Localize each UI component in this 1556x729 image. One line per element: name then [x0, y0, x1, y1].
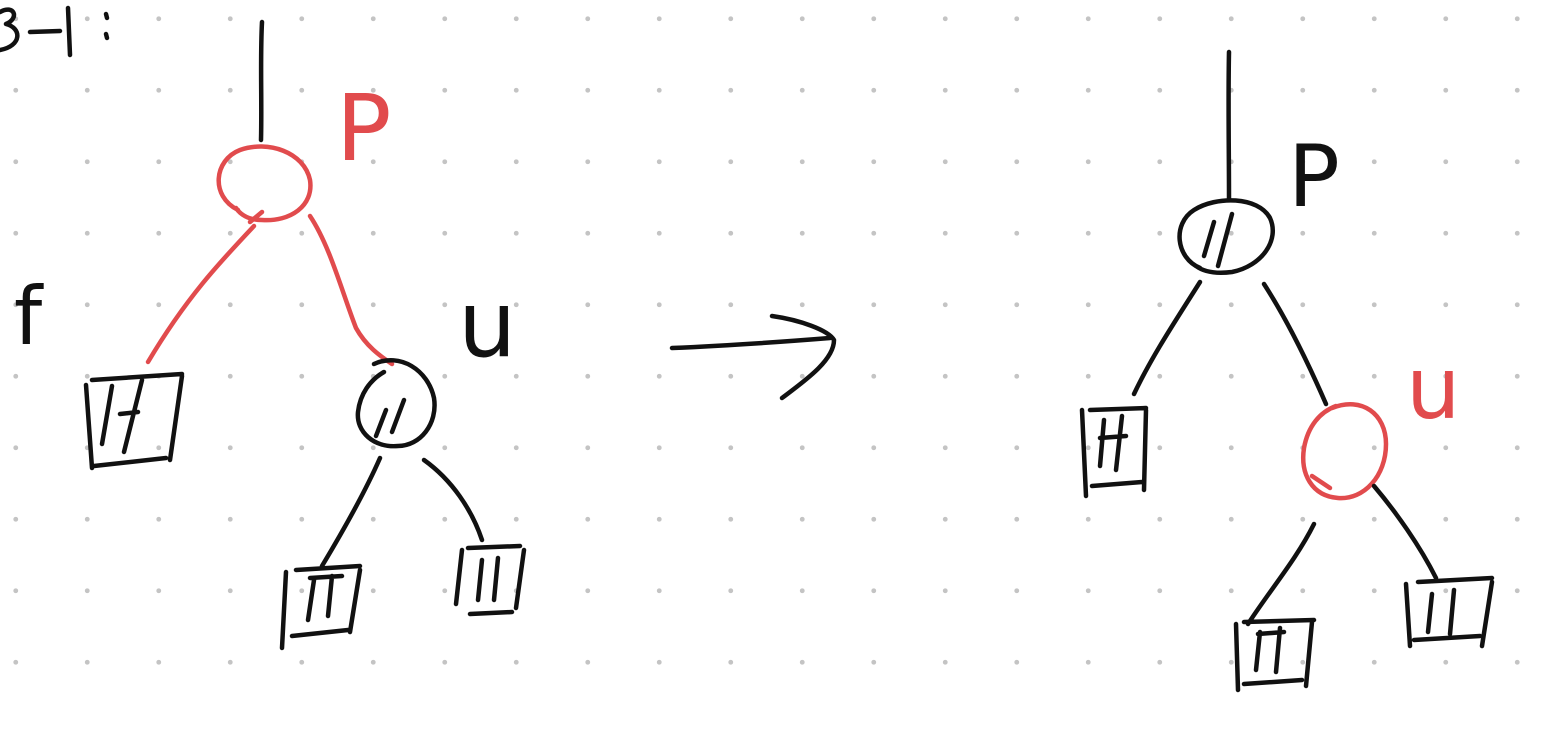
right-tree: P u	[1079, 49, 1495, 693]
left-parent-stem	[258, 19, 265, 143]
right-uncle-left-leaf-nil	[1233, 617, 1317, 693]
right-parent-node	[1177, 198, 1276, 275]
left-parent-node	[216, 144, 313, 225]
left-leaf-nil	[83, 371, 185, 471]
left-label-p: P	[336, 75, 391, 182]
left-label-f: f	[14, 270, 44, 363]
left-parent-to-uncle	[307, 213, 395, 367]
left-tree: P u f	[14, 19, 527, 651]
left-uncle-left-leaf-nil	[279, 563, 363, 651]
transform-arrow	[669, 313, 837, 401]
right-leaf-nil	[1079, 405, 1149, 499]
uncle-to-right-leaf	[421, 457, 485, 543]
right-uncle-node	[1301, 402, 1389, 501]
left-label-u: u	[458, 271, 516, 378]
right-parent-to-uncle	[1261, 281, 1329, 407]
right-label-u: u	[1406, 339, 1461, 439]
uncle-to-left-leaf	[319, 455, 383, 569]
right-label-p: P	[1288, 127, 1340, 227]
right-uncle-right-leaf-nil	[1403, 575, 1495, 649]
right-uncle-to-right-leaf	[1371, 483, 1439, 581]
left-parent-to-left-leaf	[145, 223, 257, 365]
right-parent-to-left-leaf	[1131, 279, 1203, 397]
right-uncle-to-left-leaf	[1245, 521, 1317, 627]
left-uncle-right-leaf-nil	[453, 543, 527, 617]
left-uncle-node	[355, 357, 437, 449]
heading-fragment	[0, 5, 110, 58]
